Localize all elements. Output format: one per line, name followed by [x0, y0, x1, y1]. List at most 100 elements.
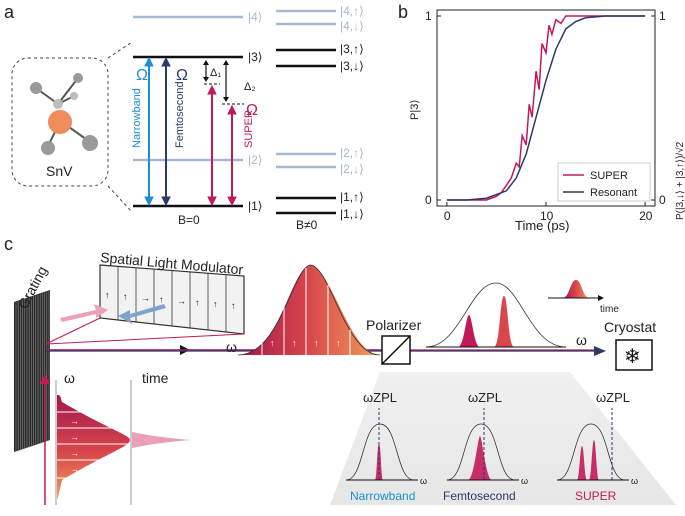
y-axis-left-label: P|3⟩ [409, 99, 421, 120]
slm-pixel-arrow-icon: ↑ [123, 292, 128, 302]
femtosecond-label: Femtosecond [174, 81, 186, 148]
comparison-inset-bg [330, 372, 676, 505]
y-left-tick-label: 0 [425, 193, 432, 207]
state-2-label: |2⟩ [248, 153, 262, 167]
time-axis-label: time [142, 370, 169, 386]
snowflake-icon: ❄ [624, 346, 641, 368]
super-arrows [207, 84, 237, 207]
b-zero-label: B=0 [178, 213, 200, 227]
omega-axis-label-1: ω [226, 339, 237, 355]
output-pulse-time [132, 432, 190, 448]
legend [557, 162, 651, 202]
state-4-label: |4⟩ [248, 10, 262, 24]
x-tick-label: 10 [540, 209, 554, 223]
inset-label-femtosecond: Femtosecond [443, 489, 516, 503]
b-nonzero-label: B≠0 [296, 218, 318, 232]
panel-label-b: b [398, 2, 408, 22]
omega-zpl-label: ωZPL [596, 390, 630, 405]
split-2-up-label: |2,↑⟩ [340, 146, 364, 160]
panel-label-a: a [4, 2, 15, 22]
panel-c: Grating ↑↑→↑→↑↑↑ Spatial Light Modulator [14, 249, 676, 505]
slm-pixel-arrow-icon: → [177, 296, 186, 306]
delta1-label: Δ₁ [210, 67, 221, 79]
polarizer-label: Polarizer [366, 317, 422, 333]
omega-axis-label-2: ω [576, 332, 587, 348]
cryostat-label: Cryostat [604, 319, 656, 335]
split-1-up-label: |1,↑⟩ [340, 190, 364, 204]
femtosecond-arrow [161, 56, 171, 207]
svg-text:→: → [70, 464, 79, 474]
inset-label-super: SUPER [575, 489, 617, 503]
x-tick-label: 0 [444, 209, 451, 223]
incoming-beam-arrow-icon [60, 304, 108, 322]
state-1-label: |1⟩ [248, 199, 262, 213]
time-small-label: time [600, 304, 619, 315]
cryostat-box [615, 339, 653, 371]
chart-lines [446, 15, 646, 201]
narrowband-arrow [144, 56, 154, 207]
svg-text:→: → [70, 416, 79, 426]
split-2-down-label: |2,↓⟩ [340, 162, 364, 176]
omega-zpl-label: ωZPL [468, 390, 502, 405]
grating [14, 290, 50, 452]
split-1-down-label: |1,↓⟩ [340, 207, 364, 221]
omega-super: Ω [246, 102, 258, 119]
inset-label-narrowband: Narrowband [350, 489, 415, 503]
returning-beam-arrow-icon [118, 304, 166, 324]
y-right-tick-label: 0 [659, 193, 666, 207]
slm-pixel-arrow-icon: ↑ [105, 290, 110, 300]
input-spectrum: → → → → → [57, 395, 130, 500]
svg-text:↑: ↑ [336, 338, 341, 348]
svg-text:↑: ↑ [270, 338, 275, 348]
series-line-super [446, 15, 646, 201]
x-tick-label: 20 [639, 209, 653, 223]
panel-label-c: c [4, 234, 13, 254]
slm-pixel-arrow-icon: ↑ [195, 298, 200, 308]
delta2-label: Δ₂ [244, 81, 256, 93]
slm-pixel-arrow-icon: ↑ [213, 299, 218, 309]
split-3-up-label: |3,↑⟩ [340, 42, 364, 56]
split-4-down-label: |4,↓⟩ [340, 19, 364, 33]
molecule-box [11, 57, 109, 187]
legend-label-resonant: Resonant [590, 187, 637, 199]
narrowband-label: Narrowband [131, 88, 143, 148]
y-axis-right-label: P(|3,↓⟩ + |3,↑⟩)/√2 [674, 141, 685, 220]
snv-molecule-icon [30, 73, 98, 155]
time-inset [548, 280, 604, 301]
state-3-label: |3⟩ [248, 50, 262, 64]
slm-pixel-arrow-icon: → [141, 293, 150, 303]
spatial-light-modulator: ↑ ↑ → ↑ → ↑ ↑ ↑ [99, 264, 245, 335]
svg-text:↑: ↑ [314, 338, 319, 348]
slm-pixel-arrow-icon: ↑ [231, 301, 236, 311]
svg-text:↑: ↑ [292, 338, 297, 348]
legend-label-super: SUPER [590, 170, 628, 182]
inset-omega-label: ω [631, 476, 638, 486]
super-label: SUPER [243, 110, 255, 148]
omega-zpl-label: ωZPL [363, 390, 397, 405]
inset-omega-label: ω [420, 476, 427, 486]
svg-text:→: → [70, 432, 79, 442]
y-left-tick-label: 1 [425, 9, 432, 23]
svg-text:→: → [70, 448, 79, 458]
slm-pixel-arrow-icon: ↑ [159, 295, 164, 305]
inset-omega-label: ω [521, 476, 528, 486]
split-4-up-label: |4,↑⟩ [340, 4, 364, 18]
molecule-label: SnV [46, 163, 73, 179]
omega-vertical-label: ω [64, 370, 75, 386]
y-right-tick-label: 1 [659, 9, 666, 23]
x-axis-label: Time (ps) [515, 218, 569, 233]
filtered-spectrum [425, 282, 567, 348]
svg-text:→: → [70, 400, 79, 410]
omega-femtosecond: Ω [176, 67, 188, 84]
omega-narrowband: Ω [136, 67, 148, 84]
shaped-pulse: ↑ ↑ ↑ ↑ [237, 264, 381, 356]
panel-a: SnV |4⟩ |3⟩ |2⟩ |1⟩ |4,↑⟩ |4,↓⟩ |3,↑⟩ |3… [11, 4, 364, 232]
series-line-resonant [446, 15, 646, 201]
split-3-down-label: |3,↓⟩ [340, 59, 364, 73]
